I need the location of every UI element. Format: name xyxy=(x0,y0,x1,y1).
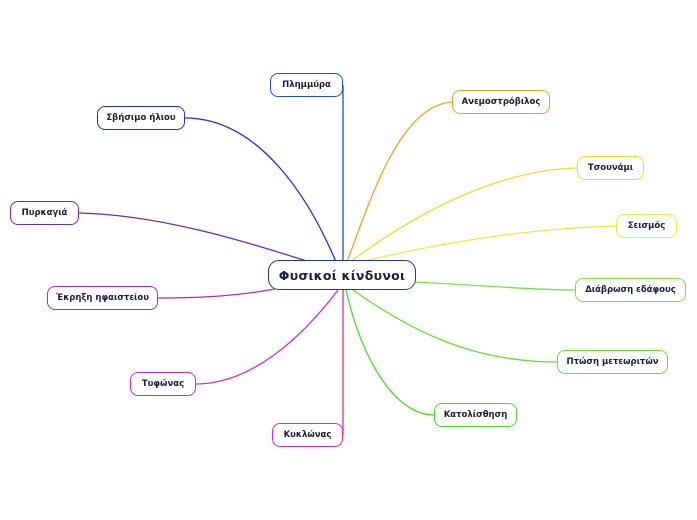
topic-label: Πτώση μετεωριτών xyxy=(566,357,659,367)
central-topic[interactable]: Φυσικοί κίνδυνοι xyxy=(268,260,416,290)
topic-solar-extinction[interactable]: Σβήσιμο ήλιου xyxy=(97,106,185,130)
topic-tsunami[interactable]: Τσουνάμι xyxy=(577,156,644,180)
topic-soil-erosion[interactable]: Διάβρωση εδάφους xyxy=(575,278,686,302)
connector-solar xyxy=(184,117,337,263)
connector-landslide xyxy=(345,289,435,416)
topic-flood[interactable]: Πλημμύρα xyxy=(270,73,343,97)
topic-typhoon[interactable]: Τυφώνας xyxy=(130,372,196,396)
topic-label: Έκρηξη ηφαιστείου xyxy=(56,293,149,303)
connector-earthquake xyxy=(351,225,617,265)
topic-wildfire[interactable]: Πυρκαγιά xyxy=(10,201,79,225)
central-topic-label: Φυσικοί κίνδυνοι xyxy=(278,267,406,283)
topic-label: Διάβρωση εδάφους xyxy=(585,285,676,295)
topic-label: Ανεμοστρόβιλος xyxy=(461,97,541,107)
topic-label: Τυφώνας xyxy=(141,379,185,389)
connector-eruption xyxy=(157,287,281,299)
topic-label: Τσουνάμι xyxy=(587,163,634,173)
topic-landslide[interactable]: Κατολίσθηση xyxy=(434,403,517,427)
topic-earthquake[interactable]: Σεισμός xyxy=(616,214,677,238)
topic-label: Κατολίσθηση xyxy=(443,410,508,420)
topic-label: Πλημμύρα xyxy=(282,80,331,90)
topic-label: Σβήσιμο ήλιου xyxy=(106,113,176,123)
connector-tsunami xyxy=(349,167,578,263)
connector-typhoon xyxy=(195,289,339,385)
topic-tornado[interactable]: Ανεμοστρόβιλος xyxy=(452,90,550,114)
topic-cyclone[interactable]: Κυκλώνας xyxy=(272,423,343,447)
topic-label: Πυρκαγιά xyxy=(21,208,68,218)
connector-tornado xyxy=(346,101,453,263)
connector-erosion xyxy=(413,281,576,291)
topic-volcanic-eruption[interactable]: Έκρηξη ηφαιστείου xyxy=(47,286,158,310)
connector-wildfire xyxy=(78,212,311,263)
connector-meteor xyxy=(349,287,558,363)
topic-label: Κυκλώνας xyxy=(283,430,332,440)
topic-label: Σεισμός xyxy=(627,221,666,231)
topic-meteor-fall[interactable]: Πτώση μετεωριτών xyxy=(557,350,668,374)
